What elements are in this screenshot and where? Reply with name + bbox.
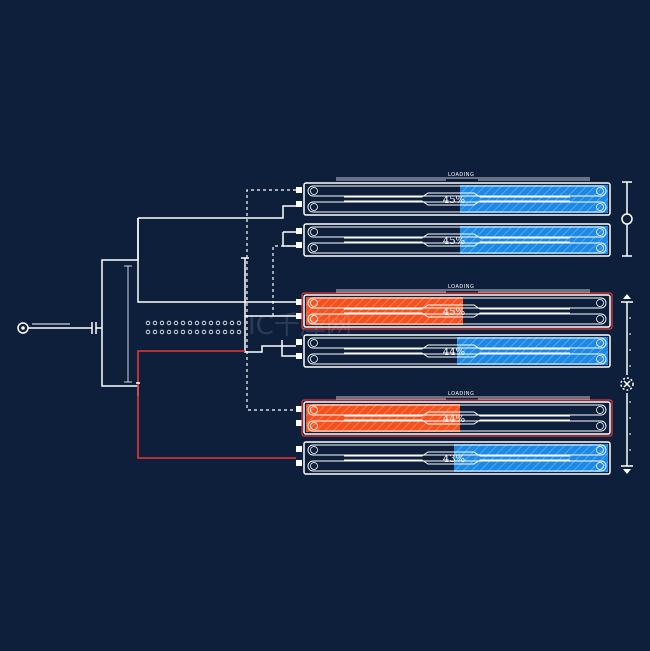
rail-cap-icon [310,422,318,430]
loading-tag: LOADING [336,284,590,293]
loading-panel: 45% [296,223,611,257]
grid-dot [166,329,172,335]
grid-dot [201,329,207,335]
rail-cap-icon [310,228,318,236]
grid-dot [173,329,179,335]
progress-fill [454,444,608,472]
loading-panel: LOADING 45% [296,284,613,330]
rail-cap-icon [310,355,318,363]
progress-fill [460,226,608,254]
progress-fill [457,337,608,365]
rail-cap-icon [310,406,318,414]
loading-panels: LOADING 45% 45% LOADING 45% 44% LOADING 44% 43% [296,172,613,475]
loading-label: LOADING [448,284,474,290]
progress-fill [460,185,608,213]
percent-label: 44% [443,414,465,425]
loading-panel: 43% [296,441,611,475]
grid-dot [222,329,228,335]
scale-bracket-top [621,181,633,257]
loading-tag: LOADING [336,172,590,181]
grid-dot [236,329,242,335]
grid-dot [194,329,200,335]
loading-label: LOADING [448,172,474,178]
rail-cap-icon [596,446,604,454]
watermark-text: IC千库网 [248,311,352,341]
close-marker-icon [620,377,634,391]
grid-dot [180,320,186,326]
percent-label: 45% [443,236,465,247]
red-wire [137,350,296,459]
loading-panel: LOADING 44% [296,391,613,437]
percent-label: 45% [443,307,465,318]
grid-dot [180,329,186,335]
rail-cap-icon [596,244,604,252]
rail-cap-icon [596,462,604,470]
rail-cap-icon [310,462,318,470]
grid-dot [215,329,221,335]
grid-dot [145,320,151,326]
grid-dot [236,320,242,326]
loading-tag: LOADING [336,391,590,400]
rail-cap-icon [310,244,318,252]
grid-dot [152,329,158,335]
grid-dot [145,329,151,335]
rail-cap-icon [596,187,604,195]
progress-fill [306,297,463,325]
rail-cap-icon [596,203,604,211]
percent-label: 45% [443,195,465,206]
grid-dot [152,320,158,326]
grid-dot [159,329,165,335]
rail-cap-icon [596,228,604,236]
rail-cap-icon [310,339,318,347]
grid-dot [215,320,221,326]
alert-outline [301,292,613,330]
grid-dot [229,320,235,326]
rail-cap-icon [596,355,604,363]
loading-label: LOADING [448,391,474,397]
status-dot-grid [145,320,242,335]
rail-cap-icon [310,446,318,454]
rail-cap-icon [310,187,318,195]
grid-dot [208,320,214,326]
grid-dot [201,320,207,326]
grid-dot [187,320,193,326]
rail-cap-icon [596,315,604,323]
grid-dot [159,320,165,326]
rail-cap-icon [596,299,604,307]
percent-label: 43% [443,454,465,465]
grid-dot [229,329,235,335]
progress-fill [306,404,460,432]
grid-dot [222,320,228,326]
alert-outline [301,399,613,437]
rail-cap-icon [310,203,318,211]
grid-dot [208,329,214,335]
connection-wires [17,205,296,396]
scale-bracket-bottom [620,294,634,474]
rail-cap-icon [310,299,318,307]
loading-panel: 44% [296,334,611,368]
rail-cap-icon [596,422,604,430]
grid-dot [173,320,179,326]
rail-cap-icon [310,315,318,323]
rail-cap-icon [596,406,604,414]
circle-marker-icon [621,213,633,225]
grid-dot [187,329,193,335]
loading-panel: LOADING 45% [296,172,611,216]
grid-dot [194,320,200,326]
percent-label: 44% [443,347,465,358]
rail-cap-icon [596,339,604,347]
dashed-wires [246,189,296,411]
grid-dot [166,320,172,326]
